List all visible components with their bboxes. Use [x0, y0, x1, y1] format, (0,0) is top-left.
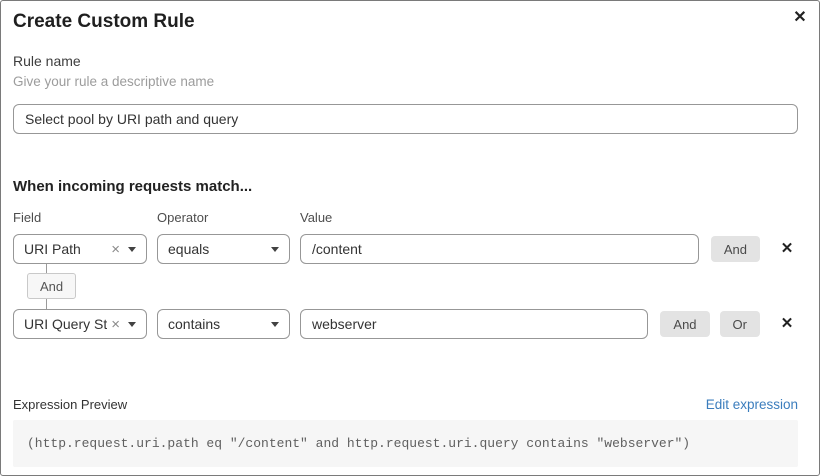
- field-select[interactable]: URI Query St... ×: [13, 309, 147, 339]
- value-input-wrap: [300, 309, 649, 339]
- field-select-value: URI Query St...: [24, 316, 108, 332]
- remove-condition-icon[interactable]: ✕: [776, 238, 798, 260]
- column-label-field: Field: [13, 210, 42, 225]
- and-button[interactable]: And: [660, 311, 710, 337]
- logic-connector: And: [13, 264, 798, 309]
- remove-condition-icon[interactable]: ✕: [776, 313, 798, 335]
- operator-select-value: equals: [168, 241, 210, 257]
- expression-preview-box: (http.request.uri.path eq "/content" and…: [13, 420, 798, 467]
- column-labels: Field Operator Value: [13, 210, 798, 225]
- operator-select-value: contains: [168, 316, 221, 332]
- field-select-value: URI Path: [24, 241, 81, 257]
- column-label-operator: Operator: [157, 210, 209, 225]
- clear-icon[interactable]: ×: [111, 240, 120, 258]
- value-input[interactable]: [300, 234, 699, 264]
- chevron-down-icon: [271, 321, 279, 327]
- operator-select[interactable]: equals: [157, 234, 290, 264]
- edit-expression-link[interactable]: Edit expression: [705, 397, 798, 412]
- chevron-down-icon: [271, 246, 279, 252]
- expression-preview-label: Expression Preview: [13, 397, 128, 412]
- value-input-wrap: [300, 234, 699, 264]
- value-input[interactable]: [300, 309, 649, 339]
- rule-name-input[interactable]: [13, 104, 798, 134]
- chevron-down-icon: [128, 246, 136, 252]
- condition-row-2: URI Query St... × contains And Or ✕: [13, 309, 798, 339]
- expression-preview-header: Expression Preview Edit expression: [13, 397, 798, 412]
- matcher-heading: When incoming requests match...: [13, 178, 253, 195]
- chevron-down-icon: [128, 321, 136, 327]
- dialog-title: Create Custom Rule: [13, 11, 195, 32]
- condition-row-1: URI Path × equals And ✕: [13, 234, 798, 264]
- column-label-value: Value: [300, 210, 333, 225]
- rule-name-helper: Give your rule a descriptive name: [13, 74, 215, 89]
- expression-text: (http.request.uri.path eq "/content" and…: [27, 436, 691, 451]
- and-connector-chip: And: [27, 273, 77, 299]
- field-select[interactable]: URI Path ×: [13, 234, 147, 264]
- close-icon[interactable]: ✕: [789, 7, 811, 29]
- clear-icon[interactable]: ×: [111, 315, 120, 333]
- operator-select[interactable]: contains: [157, 309, 290, 339]
- or-button[interactable]: Or: [719, 311, 760, 337]
- and-button[interactable]: And: [710, 236, 760, 262]
- rule-name-label: Rule name: [13, 53, 81, 69]
